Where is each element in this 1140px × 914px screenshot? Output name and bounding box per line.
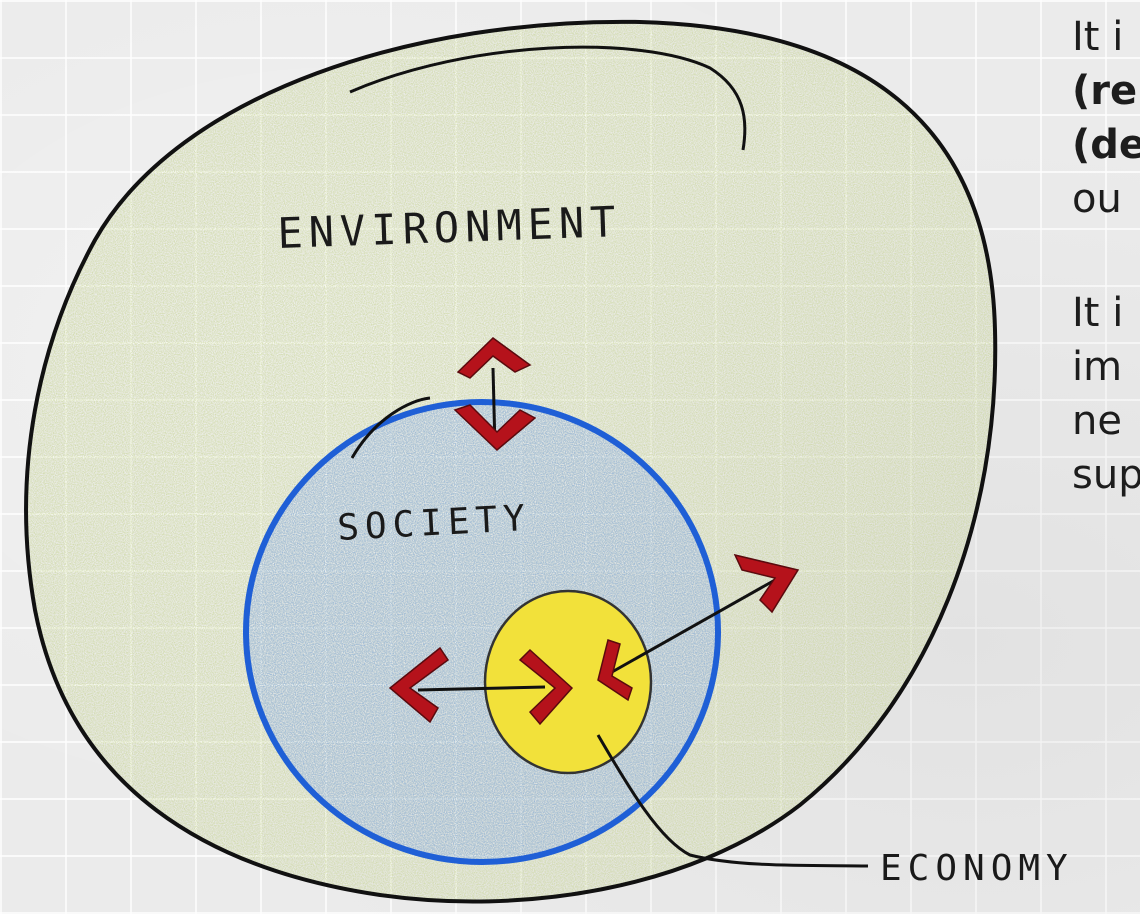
arrowhead-down-icon (453, 404, 537, 452)
paragraph1-line-3: (de (1072, 122, 1140, 168)
society-region (243, 396, 721, 865)
environment-outline (24, 19, 998, 904)
arrowhead-right-economy-icon (518, 648, 574, 726)
paragraph1-line-2: (re (1072, 68, 1138, 114)
economy-label: ECONOMY (880, 848, 1074, 889)
society-economy-shaft (417, 685, 546, 692)
paragraph2-line-2: im (1072, 344, 1123, 390)
arrowhead-left-icon (388, 646, 450, 724)
paragraph2-line-4: sup (1072, 452, 1140, 498)
economy-outline (483, 589, 653, 775)
paragraph1-line-1: It i (1072, 14, 1124, 60)
environment-label: ENVIRONMENT (277, 197, 623, 258)
economy-region (483, 589, 869, 868)
paragraph1-line-4: ou (1072, 176, 1122, 222)
society-label: SOCIETY (336, 498, 532, 549)
arrowhead-outward-icon (733, 553, 800, 614)
paragraph2-line-1: It i (1072, 290, 1124, 336)
arrowhead-up-icon (456, 337, 532, 379)
environment-inner-stroke (349, 45, 747, 151)
economy-leader-line (596, 734, 869, 868)
economy-environment-shaft (611, 578, 776, 674)
economy-fill (486, 592, 650, 772)
side-text: It i (re (de ou It i im ne sup (1072, 10, 1140, 502)
arrow-heads (388, 337, 800, 726)
society-outline (243, 399, 721, 865)
arrowhead-inner-economy-icon (597, 639, 633, 702)
paragraph2-line-3: ne (1072, 398, 1122, 444)
society-inner-stroke (350, 396, 431, 459)
